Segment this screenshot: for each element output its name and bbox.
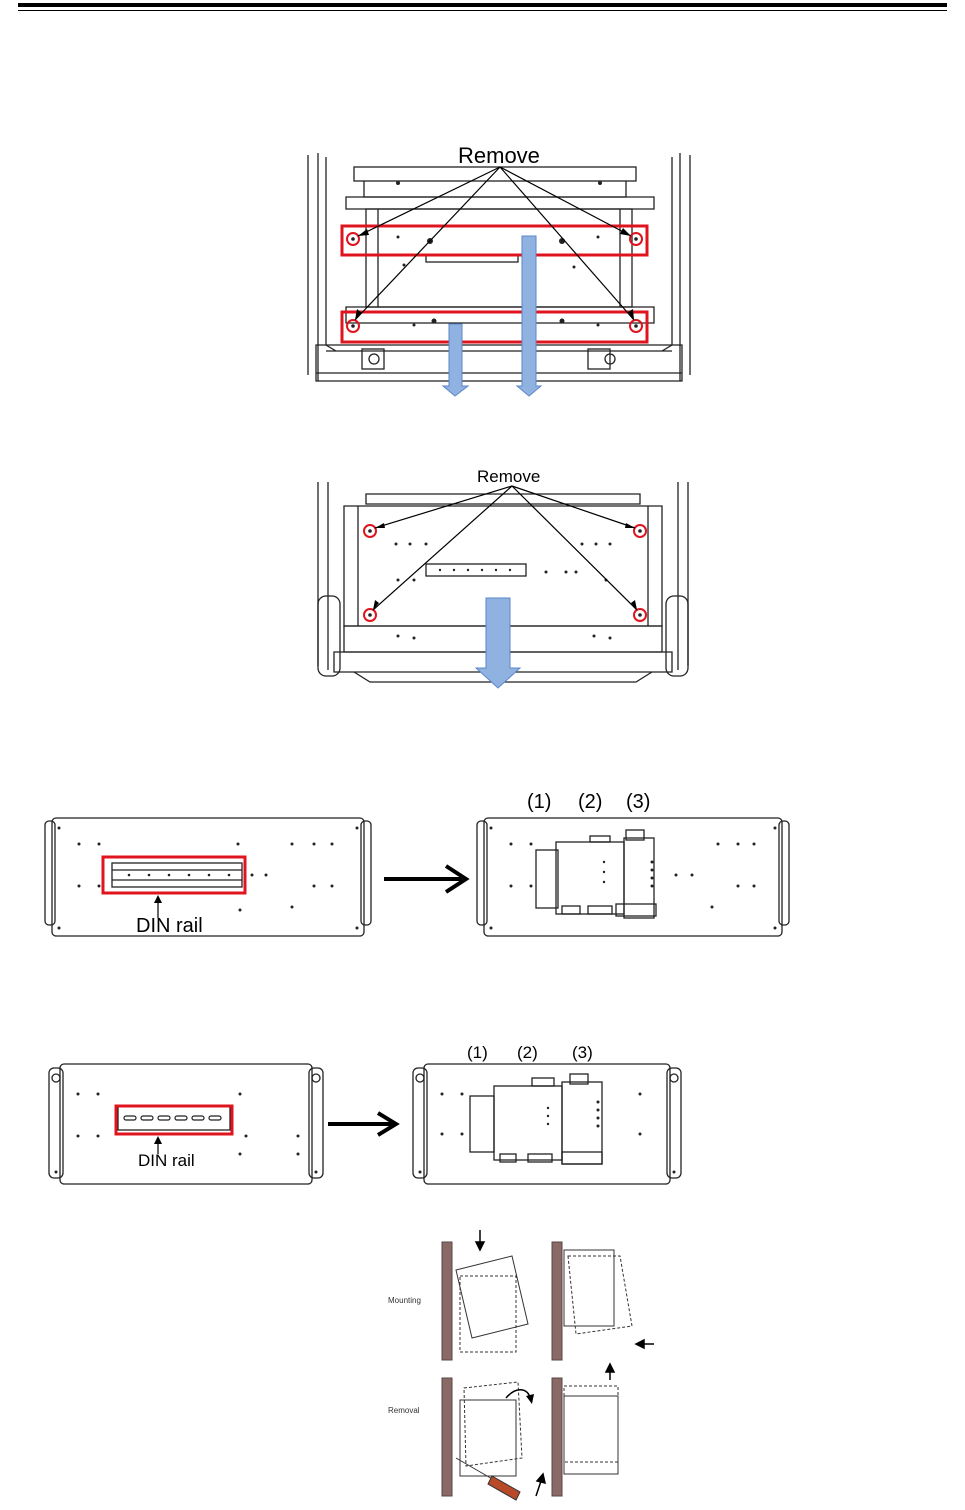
removal-row-label: Removal bbox=[388, 1407, 420, 1415]
panel-with-modules-small bbox=[412, 1064, 682, 1186]
module-label-small-2: (2) bbox=[517, 1044, 538, 1061]
din-rail-label-small: DIN rail bbox=[138, 1152, 195, 1169]
mount-removal-drawing bbox=[436, 1226, 666, 1504]
module-label-small-1: (1) bbox=[467, 1044, 488, 1061]
din-mounting-removal-diagram bbox=[436, 1226, 666, 1504]
panel-modules-small-drawing bbox=[412, 1064, 682, 1186]
din-rail-highlight-small bbox=[0, 0, 965, 1200]
module-label-small-3: (3) bbox=[572, 1044, 593, 1061]
mounting-row-label: Mounting bbox=[388, 1297, 421, 1305]
